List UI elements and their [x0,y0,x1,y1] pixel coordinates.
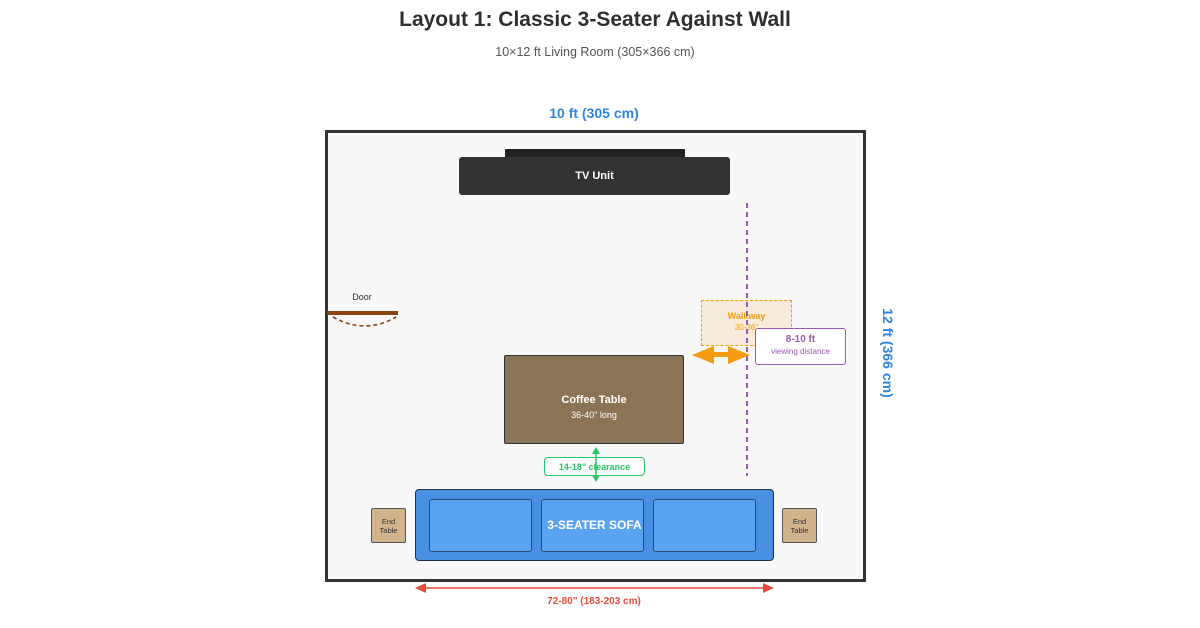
door-label: Door [352,292,372,302]
sofa-cushion-right [653,499,756,552]
sofa-width-arrow [415,583,774,593]
end-table-right: End Table [782,508,817,543]
walkway-title: Walkway [727,311,766,321]
coffee-table-title: Coffee Table [561,394,627,406]
sofa: 3-SEATER SOFA [415,489,774,561]
sofa-label: 3-SEATER SOFA [547,518,642,532]
room-width-label: 10 ft (305 cm) [549,105,639,121]
end-table-left-label: End Table [379,516,398,535]
tv-unit: TV Unit [459,157,730,195]
sofa-cushion-left [429,499,532,552]
clearance-label: 14-18" clearance [544,457,645,476]
diagram-subtitle: 10×12 ft Living Room (305×366 cm) [495,45,695,59]
viewing-distance-label: 8-10 ft viewing distance [755,328,846,365]
viewing-distance-title: 8-10 ft [785,334,816,345]
coffee-table: Coffee Table 36-40" long [504,355,684,444]
end-table-left: End Table [371,508,406,543]
sofa-cushion-middle [541,499,644,552]
end-table-right-label: End Table [790,516,809,535]
tv-unit-label: TV Unit [575,170,614,182]
tv-screen [505,149,685,158]
room-length-label: 12 ft (366 cm) [880,308,896,398]
sofa-width-label: 72-80" (183-203 cm) [547,596,641,607]
diagram-title: Layout 1: Classic 3-Seater Against Wall [399,8,791,31]
coffee-table-size: 36-40" long [571,410,617,420]
viewing-distance-subtitle: viewing distance [771,347,830,356]
